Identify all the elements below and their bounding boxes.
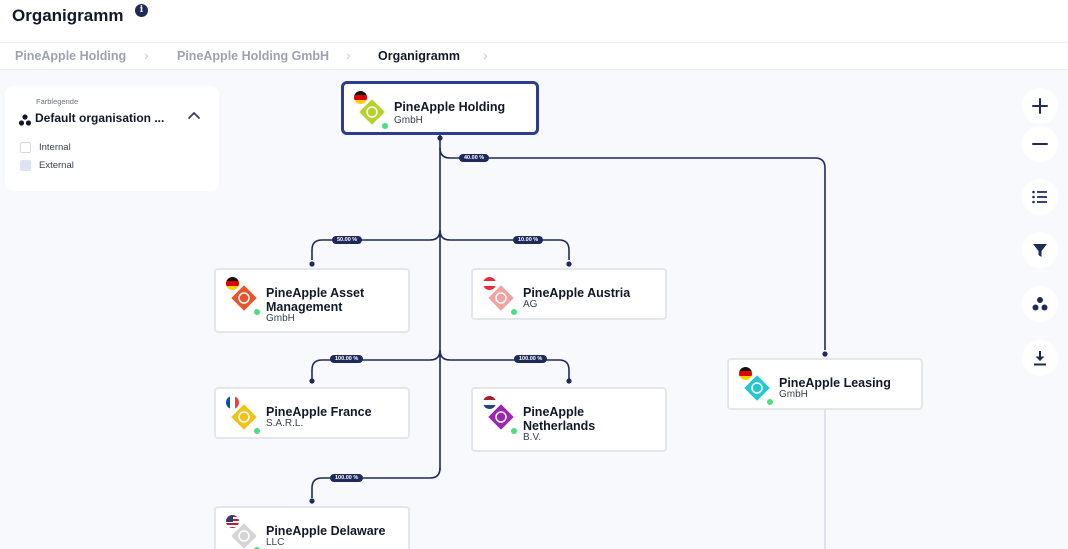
status-dot bbox=[254, 428, 260, 434]
status-dot bbox=[511, 428, 517, 434]
edge-netherlands bbox=[439, 349, 570, 379]
flag-de-icon bbox=[354, 91, 367, 104]
company-logo-icon bbox=[231, 523, 257, 549]
flag-fr-icon bbox=[226, 396, 239, 409]
org-node-france[interactable]: PineApple France S.A.R.L. bbox=[214, 387, 410, 439]
edge-leasing bbox=[439, 147, 826, 350]
filter-icon bbox=[1033, 244, 1047, 257]
zoom-in-button[interactable] bbox=[1022, 88, 1058, 124]
node-name: PineApple Netherlands bbox=[523, 405, 596, 433]
chevron-right-icon: › bbox=[346, 47, 351, 63]
status-dot bbox=[767, 399, 773, 405]
company-logo-icon bbox=[744, 375, 770, 401]
company-logo-icon bbox=[488, 285, 514, 311]
legend-select[interactable]: Default organisation ... bbox=[35, 111, 165, 125]
ownership-label-france: 100.00 % bbox=[330, 355, 364, 363]
status-dot bbox=[511, 309, 517, 315]
legend-label: Internal bbox=[39, 142, 71, 153]
node-name: PineApple Holding bbox=[394, 100, 506, 114]
edge-dot bbox=[566, 378, 572, 384]
breadcrumb-item-holding[interactable]: PineApple Holding bbox=[15, 49, 127, 63]
chevron-up-icon[interactable] bbox=[186, 108, 202, 124]
download-icon bbox=[1034, 351, 1046, 366]
edge-dot bbox=[309, 498, 315, 504]
zoom-out-button[interactable] bbox=[1022, 126, 1058, 162]
breadcrumb: PineApple Holding › PineApple Holding Gm… bbox=[0, 42, 1068, 70]
page-title: Organigramm bbox=[12, 6, 124, 25]
org-node-holding[interactable]: PineApple Holding GmbH bbox=[341, 81, 539, 135]
edge-dot bbox=[309, 261, 315, 267]
legend-swatch bbox=[20, 160, 31, 171]
ownership-label-netherlands: 100.00 % bbox=[514, 355, 548, 363]
org-node-delaware[interactable]: PineApple Delaware LLC bbox=[214, 506, 410, 549]
filter-button[interactable] bbox=[1022, 232, 1058, 268]
legend-caption: Farblegende bbox=[36, 97, 79, 106]
color-legend-panel: Farblegende Default organisation ... Int… bbox=[5, 86, 219, 191]
edge-delaware bbox=[311, 467, 441, 498]
breadcrumb-item-holding-gmbh[interactable]: PineApple Holding GmbH bbox=[177, 49, 330, 63]
breadcrumb-item-organigramm: Organigramm bbox=[378, 49, 460, 63]
node-name: PineApple Delaware bbox=[266, 524, 386, 538]
node-legal-form: LLC bbox=[266, 537, 285, 548]
flag-nl-icon bbox=[483, 396, 496, 409]
status-dot bbox=[254, 547, 260, 549]
org-node-netherlands[interactable]: PineApple Netherlands B.V. bbox=[471, 387, 667, 452]
header: Organigramm i bbox=[0, 0, 1068, 42]
company-logo-icon bbox=[231, 285, 257, 311]
info-icon[interactable]: i bbox=[135, 4, 148, 17]
ownership-label-asset: 50.00 % bbox=[332, 236, 363, 244]
node-name: PineApple Asset Management bbox=[266, 286, 365, 314]
node-name: PineApple Austria bbox=[523, 286, 631, 300]
company-logo-icon bbox=[231, 404, 257, 430]
node-legal-form: GmbH bbox=[779, 389, 808, 400]
ownership-label-leasing: 40.00 % bbox=[459, 154, 490, 162]
status-dot bbox=[254, 309, 260, 315]
org-chart-edges bbox=[309, 132, 828, 549]
ownership-label-austria: 10.00 % bbox=[513, 236, 544, 244]
node-legal-form: B.V. bbox=[523, 432, 541, 443]
chevron-right-icon: › bbox=[483, 47, 488, 63]
color-legend-icon bbox=[18, 114, 32, 126]
company-logo-icon bbox=[359, 99, 385, 125]
edge-dot bbox=[822, 351, 828, 357]
flag-de-icon bbox=[226, 277, 239, 290]
org-node-leasing[interactable]: PineApple Leasing GmbH bbox=[727, 358, 923, 410]
org-node-austria[interactable]: PineApple Austria AG bbox=[471, 268, 667, 320]
edge-dot bbox=[309, 378, 315, 384]
ownership-label-delaware: 100.00 % bbox=[330, 474, 364, 482]
list-view-button[interactable] bbox=[1022, 179, 1058, 215]
flag-us-icon bbox=[226, 515, 239, 528]
node-legal-form: S.A.R.L. bbox=[266, 418, 304, 429]
node-legal-form: GmbH bbox=[266, 313, 295, 324]
edge-austria bbox=[439, 229, 570, 260]
company-logo-icon bbox=[488, 404, 514, 430]
org-node-asset-management[interactable]: PineApple Asset Management GmbH bbox=[214, 268, 410, 333]
download-button[interactable] bbox=[1022, 340, 1058, 376]
org-chart-canvas[interactable]: 40.00 % 50.00 % 10.00 % 100.00 % 100.00 … bbox=[0, 70, 1068, 549]
edge-dot bbox=[437, 135, 443, 141]
node-legal-form: GmbH bbox=[394, 115, 423, 126]
edge-asset bbox=[311, 229, 441, 260]
chevron-right-icon: › bbox=[144, 47, 149, 63]
edge-dot bbox=[566, 261, 572, 267]
edge-france bbox=[311, 349, 441, 379]
color-legend-button[interactable] bbox=[1022, 286, 1058, 322]
flag-at-icon bbox=[483, 277, 496, 290]
node-name: PineApple Leasing bbox=[779, 376, 891, 390]
legend-label: External bbox=[39, 160, 74, 171]
legend-swatch bbox=[20, 142, 31, 153]
status-dot bbox=[382, 123, 388, 129]
flag-de-icon bbox=[739, 367, 752, 380]
node-name: PineApple France bbox=[266, 405, 372, 419]
zoom-out-icon bbox=[1032, 143, 1048, 145]
list-view-icon bbox=[1032, 190, 1047, 204]
node-legal-form: AG bbox=[523, 299, 538, 310]
color-legend-icon bbox=[1032, 297, 1048, 311]
zoom-in-icon bbox=[1032, 98, 1048, 114]
